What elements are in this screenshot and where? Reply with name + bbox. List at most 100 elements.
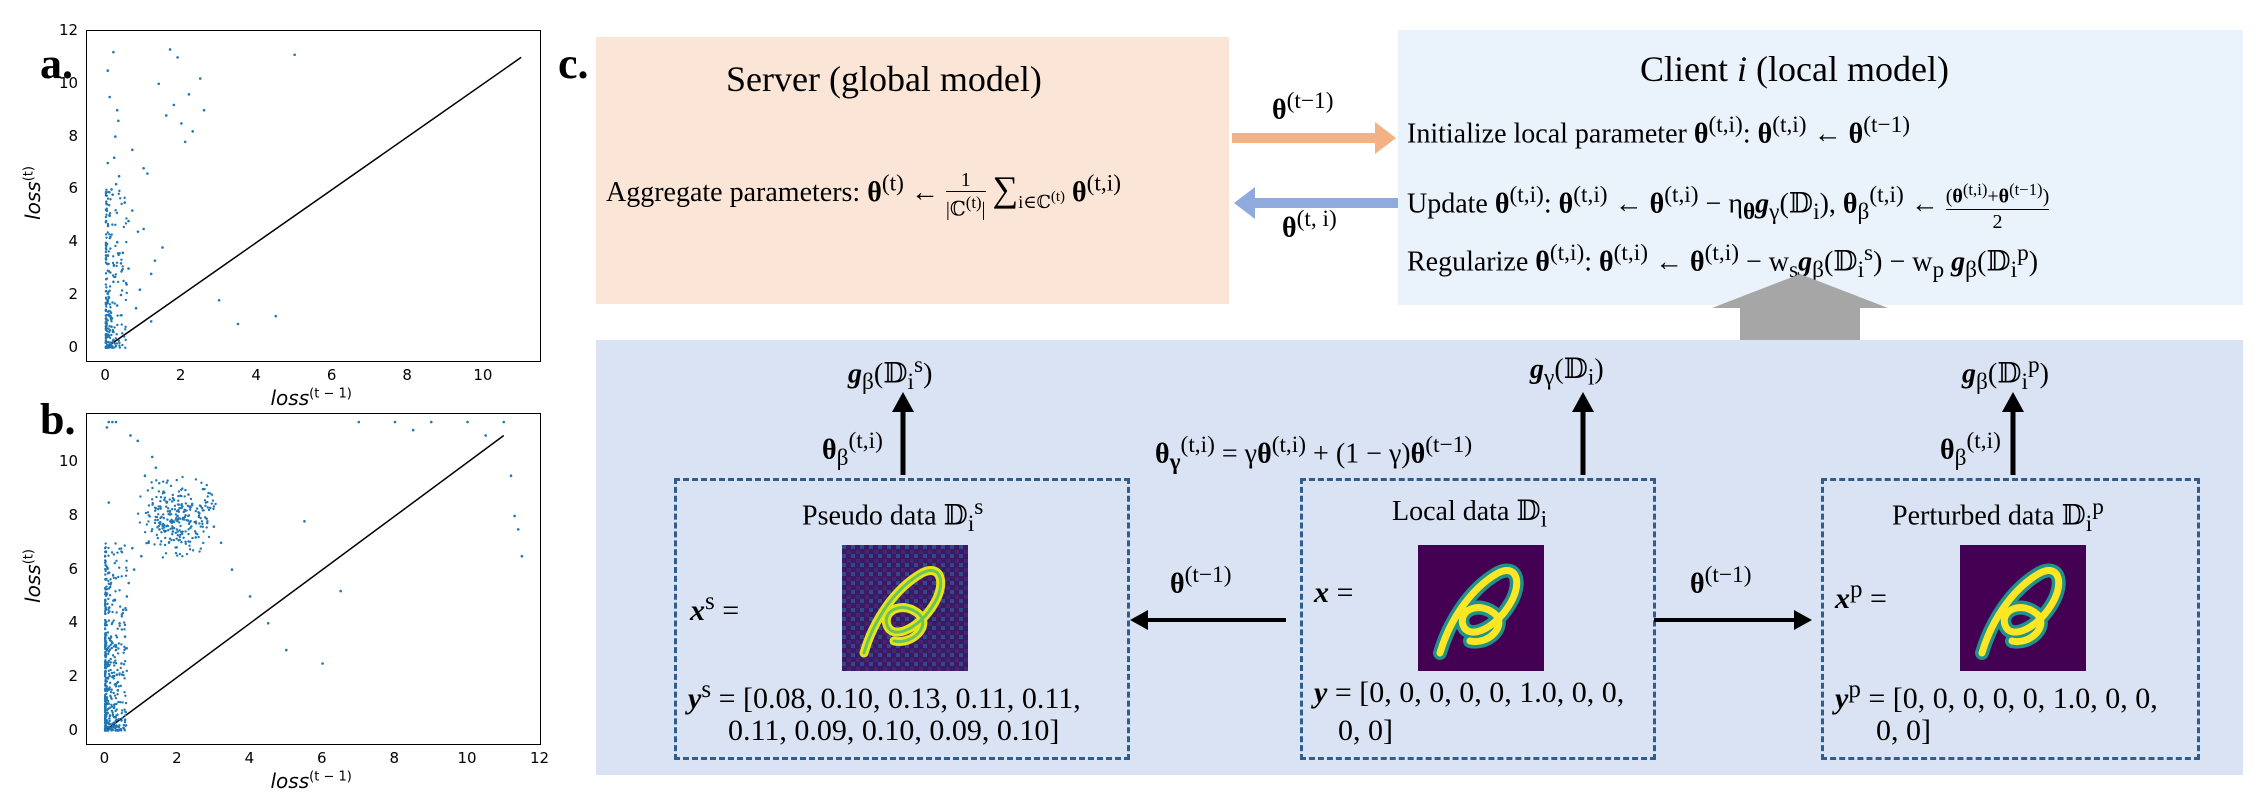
scatter-point	[120, 332, 124, 335]
scatter-point	[114, 634, 118, 637]
scatter-point	[115, 108, 119, 112]
scatter-point	[266, 621, 270, 625]
scatter-point	[188, 548, 192, 551]
scatter-point	[105, 649, 108, 652]
scatter-point	[178, 538, 182, 542]
scatter-point	[115, 724, 118, 727]
scatter-point	[110, 729, 113, 732]
scatter-point	[206, 520, 209, 523]
scatter-point	[122, 279, 125, 283]
scatter-point	[106, 346, 110, 349]
scatter-point	[181, 487, 184, 490]
scatter-point	[103, 610, 107, 613]
scatter-point	[115, 673, 119, 676]
scatter-point	[155, 495, 158, 499]
x-tick-label: 2	[172, 749, 182, 767]
scatter-point	[107, 546, 110, 550]
scatter-point	[115, 211, 119, 215]
scatter-point	[120, 613, 124, 616]
scatter-point	[171, 530, 175, 533]
scatter-point	[125, 291, 128, 295]
scatter-point	[105, 326, 108, 330]
scatter-point	[181, 555, 184, 558]
scatter-point	[153, 259, 157, 262]
scatter-point	[103, 725, 107, 728]
scatter-point	[120, 202, 123, 206]
scatter-point	[106, 343, 110, 347]
scatter-point	[116, 668, 119, 672]
scatter-point	[125, 217, 128, 220]
scatter-point	[124, 694, 127, 697]
scatter-point	[150, 455, 154, 459]
scatter-point	[110, 551, 114, 554]
scatter-point	[178, 506, 181, 510]
scatter-point	[112, 264, 116, 268]
scatter-point	[136, 512, 140, 515]
y-tick-label: 2	[68, 285, 79, 303]
scatter-point	[274, 314, 278, 318]
scatter-point	[124, 338, 127, 342]
scatter-point	[103, 660, 107, 663]
scatter-point	[111, 261, 115, 265]
scatter-point	[161, 556, 165, 559]
scatter-point	[180, 122, 183, 125]
local-data-title: Local data 𝔻i	[1392, 496, 1548, 533]
scatter-point	[157, 513, 160, 516]
pseudo-x-label: xs =	[690, 588, 740, 627]
x-tick-label: 10	[457, 749, 477, 767]
scatter-point	[174, 551, 178, 555]
scatter-point	[172, 520, 176, 523]
scatter-point	[116, 652, 120, 655]
scatter-point	[111, 573, 115, 577]
scatter-point	[118, 566, 121, 569]
scatter-point	[157, 490, 161, 493]
scatter-point	[187, 493, 190, 496]
scatter-point	[168, 537, 172, 540]
scatter-point	[104, 650, 107, 654]
scatter-point	[509, 474, 513, 478]
scatter-point	[125, 669, 128, 673]
scatter-point	[120, 547, 123, 550]
scatter-point	[115, 714, 118, 717]
scatter-point	[117, 642, 121, 645]
scatter-point	[106, 677, 110, 680]
scatter-point	[171, 493, 174, 497]
scatter-point	[104, 705, 107, 708]
scatter-point	[105, 209, 108, 212]
y-axis-label: loss(t)	[20, 166, 45, 220]
scatter-point	[168, 498, 171, 501]
scatter-point	[199, 547, 203, 550]
scatter-point	[111, 642, 114, 645]
scatter-point	[513, 514, 516, 518]
pseudo-data-box	[674, 478, 1130, 760]
scatter-point	[124, 724, 127, 727]
scatter-point	[107, 327, 110, 330]
scatter-point	[108, 610, 111, 613]
scatter-point	[108, 214, 111, 218]
scatter-point	[143, 530, 147, 534]
scatter-point	[107, 269, 111, 273]
scatter-point	[107, 637, 111, 640]
scatter-point	[113, 302, 116, 305]
x-tick-label: 12	[530, 749, 550, 767]
scatter-point	[178, 552, 182, 556]
scatter-point	[173, 526, 176, 530]
server-box	[596, 37, 1229, 304]
scatter-point	[124, 325, 127, 329]
scatter-point	[114, 182, 118, 186]
scatter-point	[106, 254, 110, 257]
scatter-point	[112, 338, 115, 342]
scatter-point	[104, 215, 108, 219]
scatter-point	[181, 532, 184, 536]
scatter-point	[123, 720, 127, 724]
scatter-point	[159, 496, 163, 499]
scatter-point	[131, 148, 134, 152]
scatter-point	[127, 581, 130, 585]
scatter-point	[175, 546, 178, 549]
scatter-point	[110, 233, 113, 236]
theta-t-minus-1-label-top: θ(t−1)	[1272, 88, 1334, 126]
scatter-point	[124, 346, 127, 349]
y-tick-label: 12	[59, 21, 79, 39]
scatter-point	[121, 608, 125, 612]
scatter-point	[173, 504, 177, 507]
